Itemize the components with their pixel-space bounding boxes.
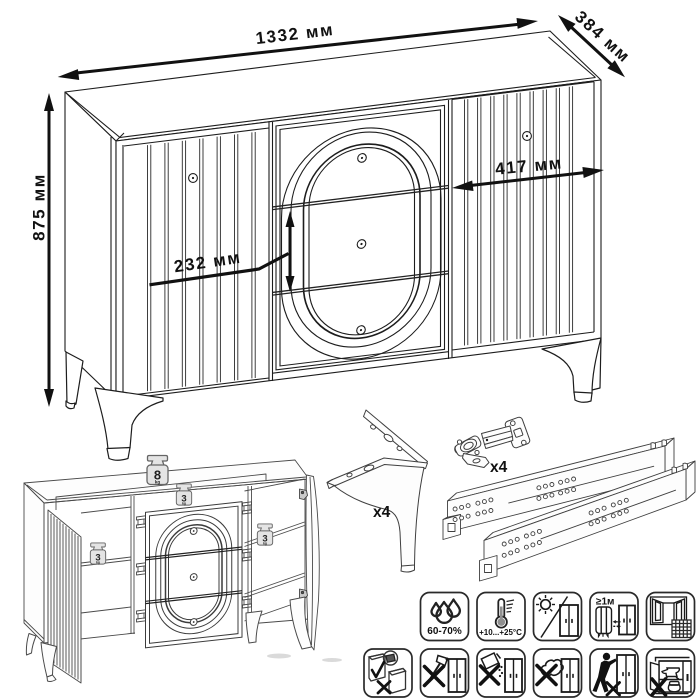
svg-text:60-70%: 60-70% <box>427 626 462 637</box>
svg-text:kg: kg <box>155 480 161 485</box>
svg-text:kg: kg <box>96 560 100 564</box>
svg-text:kg: kg <box>263 541 267 545</box>
svg-text:kg: kg <box>182 501 186 505</box>
svg-text:3: 3 <box>95 552 100 563</box>
svg-text:875 мм: 875 мм <box>30 173 49 241</box>
svg-text:8: 8 <box>154 468 161 483</box>
svg-text:≥1м: ≥1м <box>596 597 614 608</box>
svg-text:x4: x4 <box>490 459 508 476</box>
svg-text:3: 3 <box>181 493 186 504</box>
svg-text:3: 3 <box>262 533 267 544</box>
svg-text:x4: x4 <box>373 504 391 521</box>
svg-text:+10...+25°C: +10...+25°C <box>479 628 522 637</box>
